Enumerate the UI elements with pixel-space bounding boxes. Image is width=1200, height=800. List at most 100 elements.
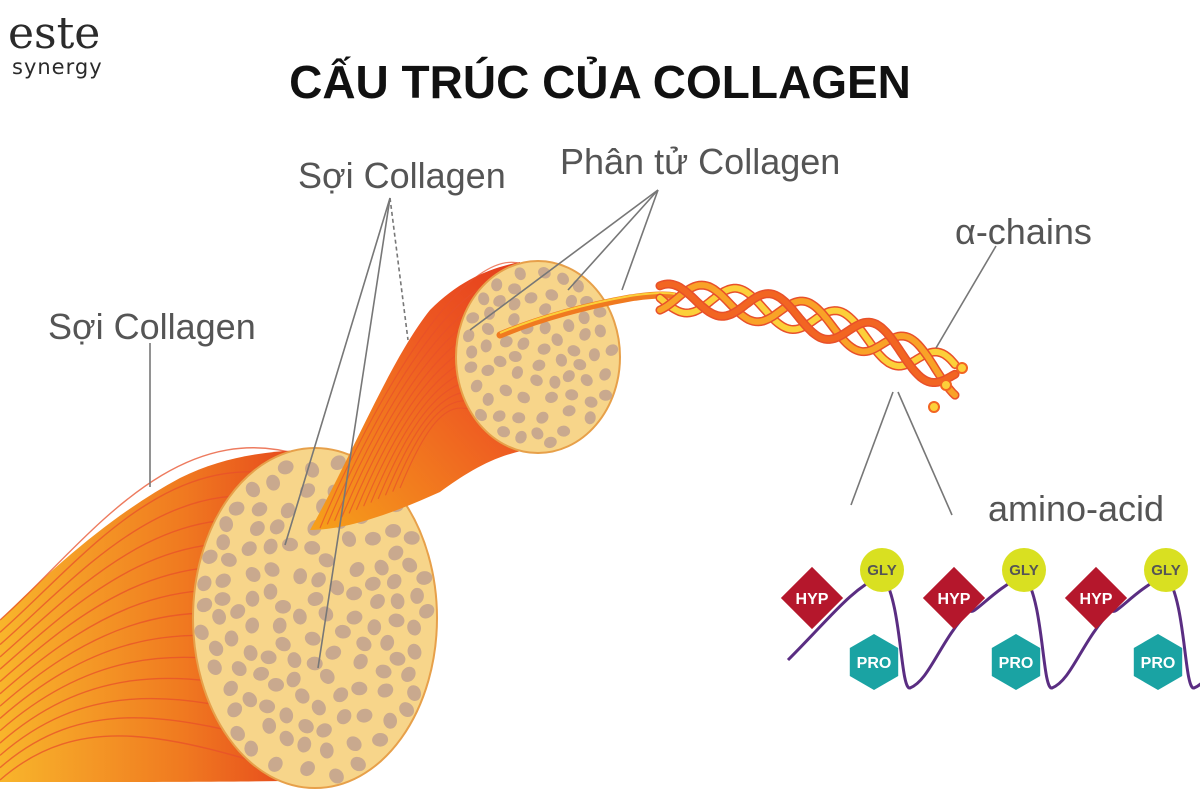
label-pointers <box>149 189 997 669</box>
hyp-label: HYP <box>1080 591 1113 608</box>
fibril-dot <box>557 425 571 437</box>
fibril-dot <box>579 328 591 341</box>
fiber-strand <box>319 261 531 529</box>
fibril-dot <box>216 534 231 551</box>
fibril-dot <box>197 575 212 592</box>
collagen-molecule <box>496 279 968 413</box>
fibril-dot <box>475 408 487 422</box>
pro-hexagon <box>849 634 899 690</box>
fibril-dot <box>399 702 415 718</box>
fibril-dot <box>380 634 395 651</box>
hyp-diamond <box>780 566 844 630</box>
fibril-dot <box>375 664 392 679</box>
hyp-residue: HYP <box>1064 566 1128 630</box>
fibril-dot <box>374 559 389 576</box>
fibril-dot <box>219 516 234 533</box>
fibril-dot <box>346 586 363 601</box>
fibril-dot <box>402 557 418 573</box>
fibril-dot <box>388 613 405 628</box>
logo-main-text: este <box>8 8 100 59</box>
hyp-label: HYP <box>938 591 971 608</box>
label-fiber-left: Sợi Collagen <box>48 306 256 347</box>
fibril-dot <box>263 538 278 555</box>
hyp-residue: HYP <box>922 566 986 630</box>
fibril-dot <box>279 707 294 724</box>
fibril-dot <box>517 391 530 404</box>
fibril-dot <box>293 608 307 625</box>
fibril-dot <box>567 345 581 357</box>
fibril-dot <box>573 358 587 371</box>
fibril-dot <box>319 742 334 759</box>
molecule-rope-highlight <box>499 291 676 334</box>
fibril-dot <box>316 723 332 738</box>
gly-circle <box>1144 548 1188 592</box>
logo-sub-text: synergy <box>12 55 103 79</box>
fibril-dot <box>287 652 302 669</box>
fibril-dot <box>215 573 231 588</box>
pointer-fiber-top-1 <box>284 197 391 546</box>
gly-circle <box>1002 548 1046 592</box>
pointer-molecule-2 <box>567 189 659 291</box>
fibril-dot <box>539 321 551 335</box>
fibril-dot <box>555 353 567 367</box>
fibril-dot <box>260 650 277 665</box>
fibril-dot <box>364 531 381 546</box>
fibril-dot <box>549 375 561 389</box>
gly-residue: GLY <box>860 548 904 592</box>
fibril-dot <box>565 389 579 401</box>
fibril-dot <box>311 572 326 588</box>
pro-hexagon <box>991 634 1041 690</box>
pro-residue: PRO <box>1133 634 1183 690</box>
fibril-dot <box>508 313 520 326</box>
fibril-dot <box>207 659 222 675</box>
fibril-dot <box>544 436 557 449</box>
gly-label: GLY <box>1009 562 1038 579</box>
helix-end-3 <box>928 401 940 413</box>
fibril-dot <box>319 668 335 684</box>
fibril-dot <box>194 624 209 640</box>
pro-residue: PRO <box>991 634 1041 690</box>
fibril-dot <box>297 736 312 753</box>
fibril-dot <box>244 740 259 757</box>
peptide-backbone <box>786 573 1200 690</box>
fibril-dot <box>196 597 213 613</box>
fibril-dot <box>275 599 291 614</box>
fibril-dot <box>588 348 600 362</box>
fibril-dot <box>251 502 268 517</box>
fibril-dot <box>464 361 478 373</box>
fibril-dot <box>388 545 404 561</box>
fibril-dot <box>390 593 405 610</box>
fibril-dot <box>304 631 321 646</box>
fibril-dot <box>259 699 276 714</box>
helix-strand <box>657 281 958 386</box>
fibril-dot <box>272 617 287 634</box>
hyp-residue: HYP <box>780 566 844 630</box>
page-title: CẤU TRÚC CỦA COLLAGEN <box>289 56 911 108</box>
fibril-dot <box>578 311 590 325</box>
fibril-dot <box>407 619 421 636</box>
fibril-dot <box>605 344 619 356</box>
brand-logo: este synergy <box>8 8 103 79</box>
fiber-strand <box>0 471 301 633</box>
pro-label: PRO <box>999 655 1034 672</box>
pro-residue: PRO <box>849 634 899 690</box>
fibril-dot <box>228 501 245 516</box>
label-amino-acid: amino-acid <box>988 488 1164 529</box>
pointer-fiber-top-2 <box>317 197 391 669</box>
fibril-dot <box>230 604 246 619</box>
fibril-dot <box>557 272 570 285</box>
gly-residue: GLY <box>1144 548 1188 592</box>
fibril-dot <box>356 636 372 652</box>
fibril-dot <box>401 666 416 683</box>
fibril-dot <box>594 324 606 338</box>
hyp-diamond <box>1064 566 1128 630</box>
fibril-dot <box>482 392 494 406</box>
fibril-dot <box>263 583 278 600</box>
fibril-dot <box>466 312 480 324</box>
fibril-dot <box>243 645 258 661</box>
fibril-dot <box>407 643 422 660</box>
helix-strand <box>657 282 958 399</box>
